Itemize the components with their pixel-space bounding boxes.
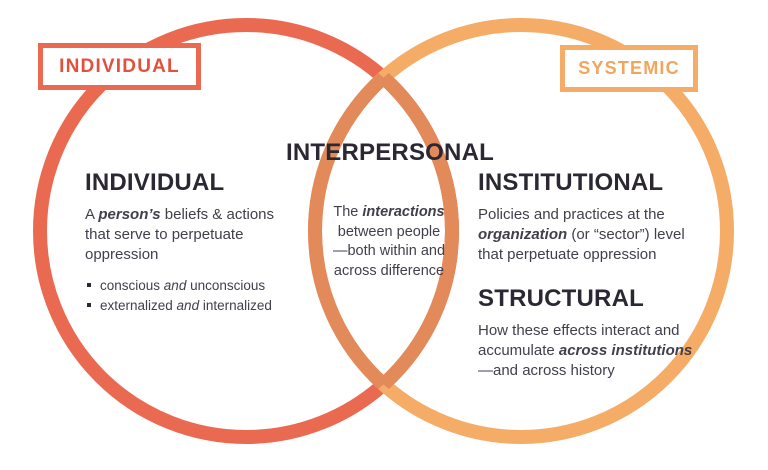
- systemic-tag-label: SYSTEMIC: [578, 58, 680, 78]
- structural-heading: STRUCTURAL: [478, 284, 644, 312]
- individual-section-description: A person’s beliefs & actions that serve …: [85, 205, 275, 263]
- structural-description: How these effects interact and accumulat…: [478, 321, 693, 379]
- interpersonal-description: The interactions between people —both wi…: [332, 204, 446, 279]
- institutional-heading: INSTITUTIONAL: [478, 169, 664, 196]
- individual-tag-box: INDIVIDUAL: [38, 43, 201, 90]
- institutional-description: Policies and practices at the organizati…: [478, 205, 685, 263]
- list-item: conscious and unconscious: [85, 276, 300, 296]
- systemic-circle-overlap-arc: [308, 25, 452, 437]
- individual-tag-label: INDIVIDUAL: [59, 55, 180, 77]
- interpersonal-heading: INTERPERSONAL: [286, 139, 494, 166]
- bullet-text: conscious and unconscious: [100, 277, 266, 293]
- bullet-square-icon: [87, 303, 91, 308]
- list-item: externalized and internalized: [85, 296, 300, 316]
- bullet-text: externalized and internalized: [100, 298, 272, 314]
- systemic-section: INSTITUTIONAL Policies and practices at …: [478, 170, 716, 380]
- individual-section-heading: INDIVIDUAL: [85, 169, 225, 196]
- individual-circle-overlap-arc: [315, 25, 459, 437]
- bullet-square-icon: [87, 282, 91, 287]
- individual-bullet-list: conscious and unconscious externalized a…: [85, 276, 300, 316]
- systemic-tag-box: SYSTEMIC: [560, 45, 698, 92]
- individual-section: INDIVIDUAL A person’s beliefs & actions …: [85, 170, 300, 317]
